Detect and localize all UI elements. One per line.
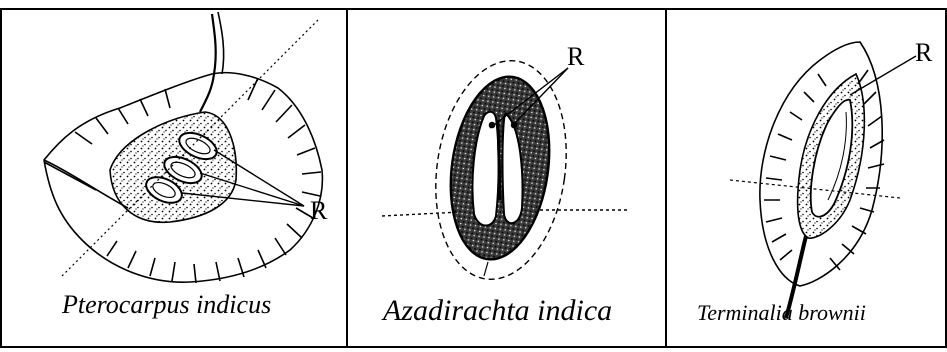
pterocarpus-drawing	[44, 12, 322, 283]
caption-azadirachta: Azadirachta indica	[383, 294, 612, 328]
marker-r-azadirachta: R	[567, 42, 584, 72]
marker-r-terminalia: R	[915, 38, 932, 68]
marker-r-pterocarpus: R	[310, 196, 327, 226]
azadirachta-drawing	[382, 52, 628, 288]
caption-terminalia: Terminalia brownii	[697, 300, 866, 326]
caption-pterocarpus: Pterocarpus indicus	[62, 290, 271, 320]
terminalia-drawing	[730, 42, 916, 318]
